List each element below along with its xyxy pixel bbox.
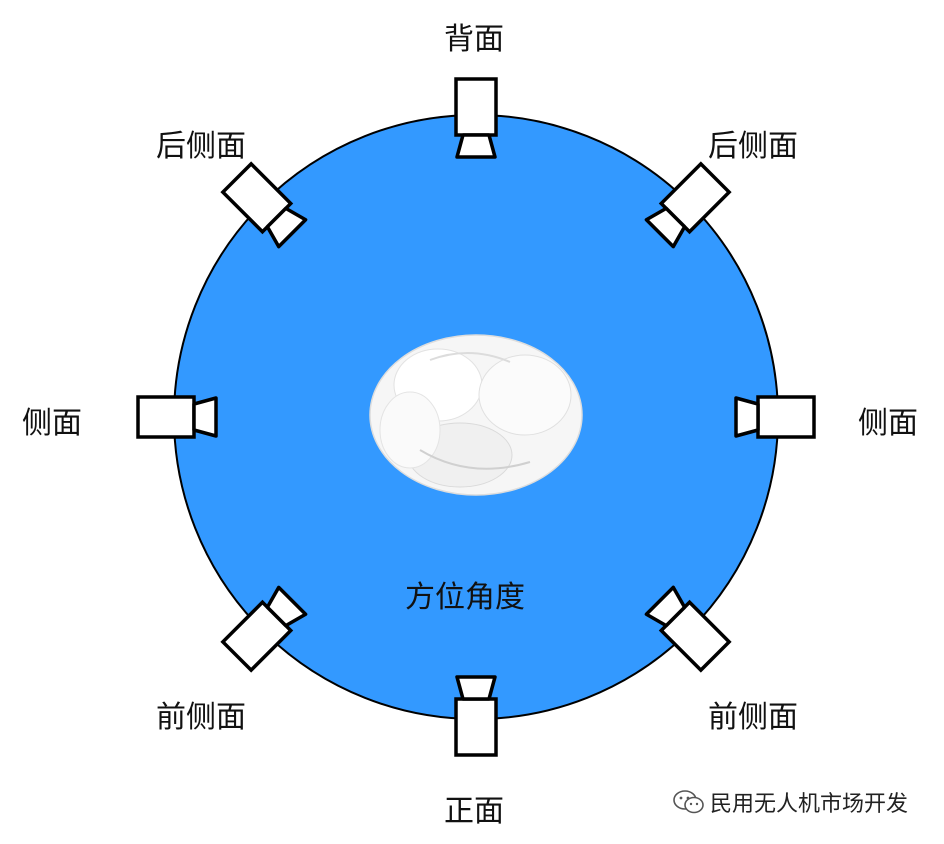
camera-body: [136, 395, 196, 439]
camera-lens: [455, 133, 497, 159]
label-center: 方位角度: [405, 580, 525, 615]
label-rear-side-right: 后侧面: [708, 129, 798, 164]
label-front: 正面: [444, 794, 504, 829]
label-side-right: 侧面: [858, 406, 918, 441]
camera-rear-side-left: [220, 161, 308, 249]
camera-back: [454, 77, 498, 159]
cameras-group: [136, 77, 816, 757]
label-back: 背面: [444, 22, 504, 57]
camera-lens: [265, 206, 308, 249]
camera-body: [454, 77, 498, 137]
watermark: 民用无人机市场开发: [672, 786, 908, 818]
label-front-side-left: 前侧面: [156, 700, 246, 735]
camera-lens: [265, 585, 308, 628]
camera-lens: [455, 675, 497, 701]
camera-rear-side-right: [644, 161, 732, 249]
label-rear-side-left: 后侧面: [156, 129, 246, 164]
camera-front-side-left: [220, 585, 308, 673]
camera-body: [454, 697, 498, 757]
camera-body: [756, 395, 816, 439]
subject-figure: [369, 334, 583, 496]
label-front-side-right: 前侧面: [708, 700, 798, 735]
wechat-icon: [673, 790, 704, 814]
camera-front-side-right: [644, 585, 732, 673]
camera-lens: [644, 206, 687, 249]
camera-front: [454, 675, 498, 757]
camera-lens: [644, 585, 687, 628]
label-side-left: 侧面: [22, 406, 82, 441]
watermark-text: 民用无人机市场开发: [710, 792, 909, 817]
camera-lens: [192, 396, 218, 438]
camera-side-left: [136, 395, 218, 439]
camera-side-right: [734, 395, 816, 439]
camera-lens: [734, 396, 760, 438]
